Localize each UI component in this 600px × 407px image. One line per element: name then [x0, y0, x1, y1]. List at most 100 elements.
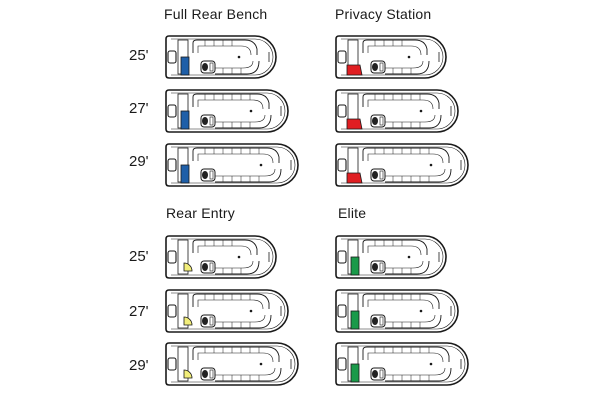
lounge-top-inner [367, 99, 434, 110]
helm-dash [209, 62, 214, 72]
layout-marker-bar [180, 164, 190, 184]
inner-rail [341, 92, 456, 130]
engine-pod [337, 50, 347, 64]
layout-marker-bar [180, 110, 190, 130]
hull-outline [165, 289, 289, 333]
lounge-bottom [385, 314, 442, 329]
steering-wheel [202, 263, 208, 271]
floorplan-privacy-station-25 [335, 35, 447, 79]
helm-dash [379, 316, 384, 326]
lounge-bottom-inner [385, 367, 446, 376]
floorplan-rear-entry-29 [165, 342, 299, 386]
lounge-bottom [385, 367, 452, 382]
lounge-top [362, 293, 440, 309]
engine-pod [337, 304, 347, 318]
lounge-top-inner [197, 245, 252, 256]
lounge-top-inner [197, 352, 274, 363]
hull-outline [335, 342, 469, 386]
length-label-29-top: 29' [129, 153, 149, 170]
lounge-bottom-inner [215, 314, 266, 323]
lounge-top-inner [197, 153, 274, 164]
engine-pod [167, 250, 177, 264]
table-post [259, 163, 263, 167]
table-post [419, 309, 423, 313]
engine-pod [167, 50, 177, 64]
floorplan-rear-entry-25 [165, 235, 277, 279]
lounge-bottom [385, 260, 430, 275]
floorplan-full-rear-bench-25 [165, 35, 277, 79]
floorplan-elite-29 [335, 342, 469, 386]
steering-wheel [372, 117, 378, 125]
layout-marker-bar [350, 256, 360, 276]
table-post [407, 255, 411, 259]
lounge-bottom [215, 60, 260, 75]
rear-seating [177, 239, 189, 275]
hull-outline [165, 143, 299, 187]
lounge-bottom-inner [385, 60, 424, 69]
table-post [249, 109, 253, 113]
table-post [237, 55, 241, 59]
engine-pod [167, 304, 177, 318]
floorplan-elite-25 [335, 235, 447, 279]
lounge-top [192, 93, 270, 109]
table-post [419, 109, 423, 113]
helm-dash [379, 262, 384, 272]
length-label-27-bottom: 27' [129, 303, 149, 320]
inner-rail [341, 292, 456, 330]
lounge-bottom [385, 114, 442, 129]
steering-wheel [202, 171, 208, 179]
lounge-bottom [385, 168, 452, 183]
hull-outline [165, 342, 299, 386]
floorplan-privacy-station-27 [335, 89, 459, 133]
inner-rail [171, 146, 296, 184]
table-post [259, 362, 263, 366]
lounge-top [192, 293, 270, 309]
lounge-top [362, 39, 428, 55]
rear-seating [177, 346, 189, 382]
lounge-bottom [385, 60, 430, 75]
lounge-top-inner [367, 299, 434, 310]
inner-rail [171, 38, 274, 76]
floorplan-full-rear-bench-29 [165, 143, 299, 187]
helm-dash [209, 262, 214, 272]
lounge-bottom-inner [215, 367, 276, 376]
layout-marker-bar [350, 310, 360, 330]
steering-wheel [202, 63, 208, 71]
layout-marker-corner [346, 118, 363, 130]
lounge-bottom [215, 114, 272, 129]
steering-wheel [372, 370, 378, 378]
engine-pod [167, 158, 177, 172]
hull-outline [335, 143, 469, 187]
layout-marker-bar [350, 363, 360, 383]
section-title-elite: Elite [338, 205, 367, 221]
steering-wheel [372, 317, 378, 325]
helm-dash [209, 369, 214, 379]
lounge-bottom-inner [385, 114, 436, 123]
helm-dash [209, 316, 214, 326]
table-post [429, 163, 433, 167]
table-post [407, 55, 411, 59]
layout-marker-bar [180, 56, 190, 76]
lounge-bottom [215, 168, 282, 183]
steering-wheel [202, 317, 208, 325]
lounge-top-inner [367, 45, 422, 56]
length-label-29-bottom: 29' [129, 357, 149, 374]
layout-marker-corner [346, 172, 363, 184]
table-post [429, 362, 433, 366]
engine-pod [337, 250, 347, 264]
engine-pod [337, 104, 347, 118]
layout-marker-corner [346, 64, 363, 76]
floorplan-elite-27 [335, 289, 459, 333]
lounge-bottom [215, 260, 260, 275]
layout-marker-gate [183, 262, 193, 272]
lounge-bottom-inner [215, 260, 254, 269]
lounge-top [192, 39, 258, 55]
section-title-rear-entry: Rear Entry [166, 205, 235, 221]
inner-rail [341, 238, 444, 276]
engine-pod [167, 104, 177, 118]
inner-rail [341, 146, 466, 184]
lounge-bottom-inner [215, 114, 266, 123]
lounge-bottom-inner [215, 60, 254, 69]
table-post [249, 309, 253, 313]
steering-wheel [202, 117, 208, 125]
